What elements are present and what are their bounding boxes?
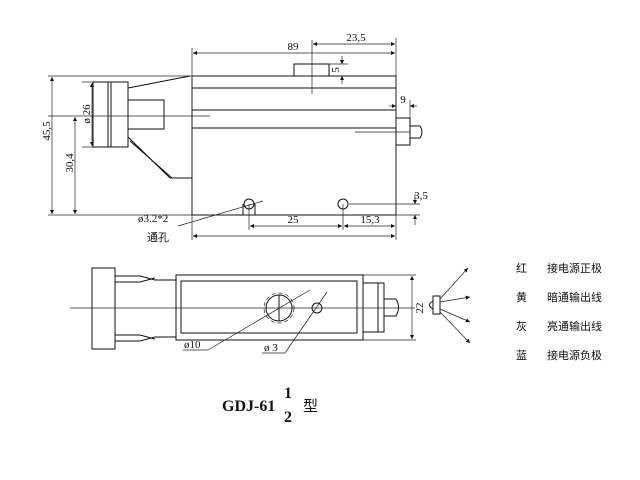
dim-length-total: 89 bbox=[288, 41, 300, 53]
dim-tab-height: 5 bbox=[330, 67, 342, 73]
lens-assembly bbox=[92, 75, 192, 179]
sensor-body-top bbox=[191, 75, 397, 216]
dim-big-hole: ø10 bbox=[184, 339, 201, 351]
connector-top bbox=[355, 117, 423, 146]
dim-hole-offset: 3,5 bbox=[414, 190, 428, 202]
model-denominator: 2 bbox=[284, 409, 292, 426]
dim-hole-spacing: 25 bbox=[288, 214, 300, 226]
top-view: 45,5 30,4 ø 26 89 23,5 5 9 3,5 bbox=[41, 32, 428, 244]
wire-color: 蓝 bbox=[516, 349, 527, 362]
dim-connector: 9 bbox=[400, 94, 406, 106]
wire-function: 暗通输出线 bbox=[547, 290, 602, 304]
hole-note: 通孔 bbox=[147, 231, 169, 244]
dim-small-hole: ø 3 bbox=[264, 342, 278, 354]
bottom-view: 22 ø10 ø 3 bbox=[70, 267, 426, 354]
lens-flange bbox=[91, 267, 116, 350]
model-name: GDJ-61 bbox=[222, 398, 275, 415]
wire-legend: 红 接电源正极 黄 暗通输出线 灰 亮通输出线 蓝 接电源负极 bbox=[516, 261, 602, 362]
dim-height-total: 45,5 bbox=[41, 121, 53, 141]
model-title: GDJ-61 1 2 型 bbox=[222, 385, 318, 426]
mounting-tab bbox=[293, 63, 330, 77]
sensor-body-bottom bbox=[175, 274, 364, 341]
dim-width: 22 bbox=[414, 303, 426, 314]
wire-color: 灰 bbox=[516, 319, 527, 333]
wire-function: 接电源正极 bbox=[547, 261, 602, 275]
wire-function: 接电源负极 bbox=[547, 348, 602, 362]
hole-label: ø3.2*2 bbox=[138, 213, 168, 225]
wire-color: 红 bbox=[516, 262, 527, 275]
dim-lens-diameter: ø 26 bbox=[81, 104, 93, 124]
wire-color: 黄 bbox=[516, 290, 527, 304]
model-numerator: 1 bbox=[284, 385, 292, 402]
dim-hole-to-end: 15,3 bbox=[360, 214, 380, 226]
wire-connector bbox=[429, 267, 471, 344]
dim-axis-height: 30,4 bbox=[64, 153, 76, 173]
small-hole bbox=[311, 302, 323, 314]
dim-length-top: 23,5 bbox=[346, 32, 366, 44]
connector-bottom bbox=[362, 282, 385, 333]
model-suffix: 型 bbox=[303, 397, 318, 415]
wire-function: 亮通输出线 bbox=[547, 319, 602, 333]
